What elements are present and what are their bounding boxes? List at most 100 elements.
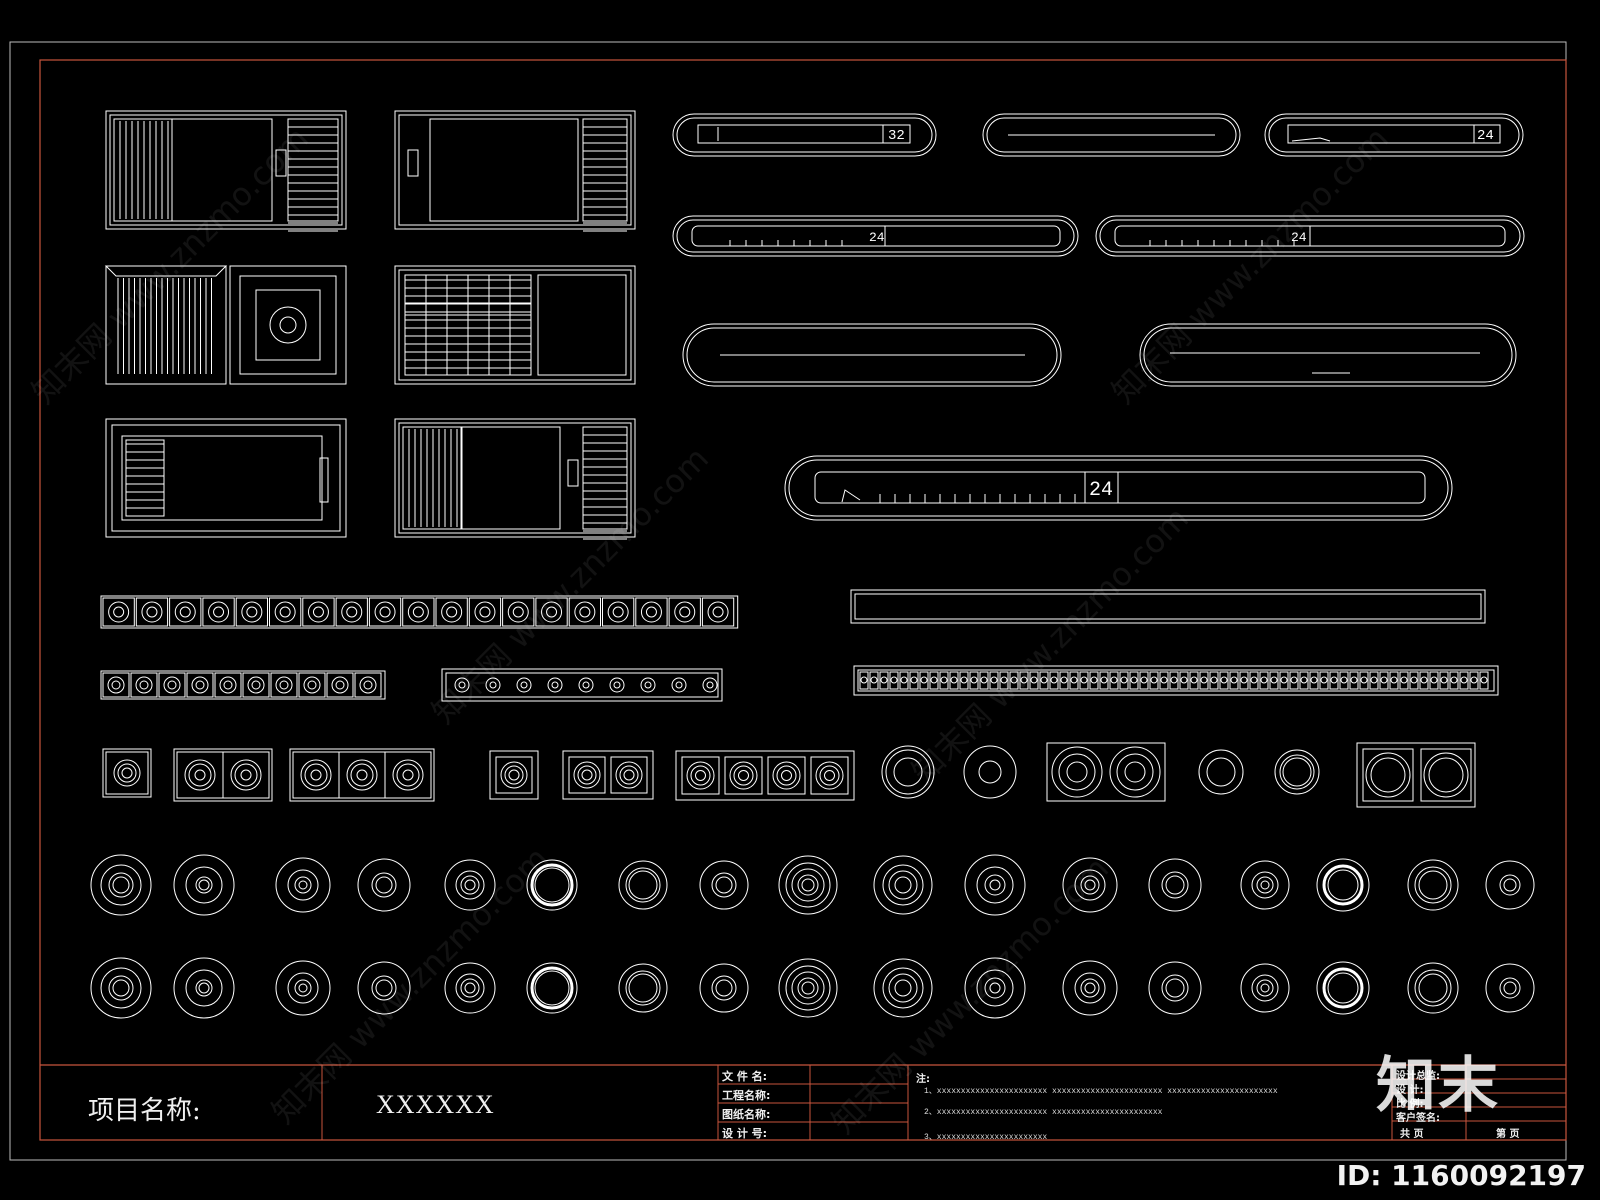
brand-watermark: 知末 <box>1376 1051 1500 1121</box>
bar-cell <box>1089 671 1099 690</box>
bar-lamp <box>1050 676 1058 684</box>
inner-tray <box>121 435 323 521</box>
downlight-ring <box>1414 866 1452 904</box>
bar-lamp <box>1080 676 1088 684</box>
bevel <box>104 265 228 277</box>
spot-core <box>581 769 593 781</box>
bar-cell <box>1139 671 1149 690</box>
grille <box>287 118 339 222</box>
bar-cell <box>889 671 899 690</box>
array-lamp <box>674 601 696 623</box>
array-lamp <box>609 677 625 693</box>
grille-spot-3 <box>289 748 435 802</box>
downlight-ring <box>298 880 308 890</box>
bar-cell <box>1339 671 1349 690</box>
downlight-outer <box>1316 858 1370 912</box>
spot-ring-inner <box>1428 757 1464 793</box>
downlight-outer <box>1062 960 1118 1016</box>
array-lamp-core <box>675 681 683 689</box>
downlight-ring <box>455 973 485 1003</box>
bar-cell <box>1389 671 1399 690</box>
spot-core <box>508 769 520 781</box>
spot-core <box>402 769 414 781</box>
square-spot-2 <box>562 750 654 800</box>
downlight-ring <box>1503 878 1517 892</box>
panel-outline <box>105 110 347 230</box>
array-cell <box>269 597 302 627</box>
spot-ring-inner <box>304 763 328 787</box>
downlight-outer <box>444 962 496 1014</box>
bar-cell <box>989 671 999 690</box>
bar-lamp <box>890 676 898 684</box>
downlight-ring <box>984 874 1006 896</box>
downlight-ring <box>371 975 397 1001</box>
spot-ring-inner <box>188 763 212 787</box>
array-lamp <box>574 601 596 623</box>
bar-outer <box>850 589 1486 624</box>
downlight-ring <box>371 872 397 898</box>
round-downlight <box>873 958 933 1018</box>
spot-ring <box>1109 746 1161 798</box>
field-design-number: 设 计 号: <box>722 1127 768 1140</box>
spot-frame <box>1356 742 1476 808</box>
control-display <box>567 459 579 487</box>
array-lamp-core <box>712 606 724 618</box>
bar-cell <box>1079 671 1089 690</box>
round-downlight <box>1062 857 1118 913</box>
bar-lamp <box>1030 676 1038 684</box>
spot-ring-inner <box>350 763 374 787</box>
bar-cell <box>1119 671 1129 690</box>
bar-cell <box>879 671 889 690</box>
downlight-outer <box>964 957 1026 1019</box>
downlight-ring <box>534 867 570 903</box>
array-lamp-core <box>520 681 528 689</box>
downlight-ring <box>989 982 1001 994</box>
display-24-mid-left: 24 <box>869 230 885 245</box>
downlight-ring <box>1418 973 1448 1003</box>
downlight-outer <box>778 855 838 915</box>
array-lamp-core <box>512 606 524 618</box>
note-line-3: 3、xxxxxxxxxxxxxxxxxxxxxxx <box>924 1133 1048 1142</box>
light-panel <box>171 118 273 222</box>
grid-light-bar <box>853 665 1499 696</box>
array-cell <box>202 597 235 627</box>
downlight-ring <box>715 876 733 894</box>
linear-light-bar <box>850 589 1486 624</box>
downlight-ring <box>797 977 819 999</box>
bar-lamp <box>1000 676 1008 684</box>
downlight-ring <box>894 876 912 894</box>
downlight-ring <box>298 983 308 993</box>
panel-outline <box>394 265 636 385</box>
downlight-ring <box>984 977 1006 999</box>
round-downlight <box>1407 962 1459 1014</box>
array-cell <box>169 597 202 627</box>
array-lamp <box>274 601 296 623</box>
downlight-outer <box>275 960 331 1016</box>
spot-core <box>1066 761 1088 783</box>
bar-lamp <box>1460 676 1468 684</box>
downlight-ring <box>530 966 574 1010</box>
double-square-spot <box>1356 742 1476 808</box>
array-lamp-core <box>279 606 291 618</box>
array-lamp <box>485 677 501 693</box>
capsule-outer <box>1264 113 1524 157</box>
array-cell <box>668 597 701 627</box>
array-lamp <box>141 601 163 623</box>
downlight-ring <box>1260 983 1270 993</box>
capsule-outer <box>784 455 1453 521</box>
downlight-outer <box>618 860 668 910</box>
downlight-ring <box>1256 979 1274 997</box>
bar-cell <box>1249 671 1259 690</box>
round-downlight <box>1148 858 1202 912</box>
bar-lamp <box>970 676 978 684</box>
bar-cell <box>909 671 919 690</box>
downlight-outer <box>357 961 411 1015</box>
bar-lamp <box>1020 676 1028 684</box>
spot-frame <box>675 750 855 801</box>
bar-cell <box>939 671 949 690</box>
bar-lamp <box>1390 676 1398 684</box>
downlight-outer <box>1148 858 1202 912</box>
downlight-ring <box>1080 875 1100 895</box>
bar-lamp <box>1110 676 1118 684</box>
round-downlight <box>1485 860 1535 910</box>
